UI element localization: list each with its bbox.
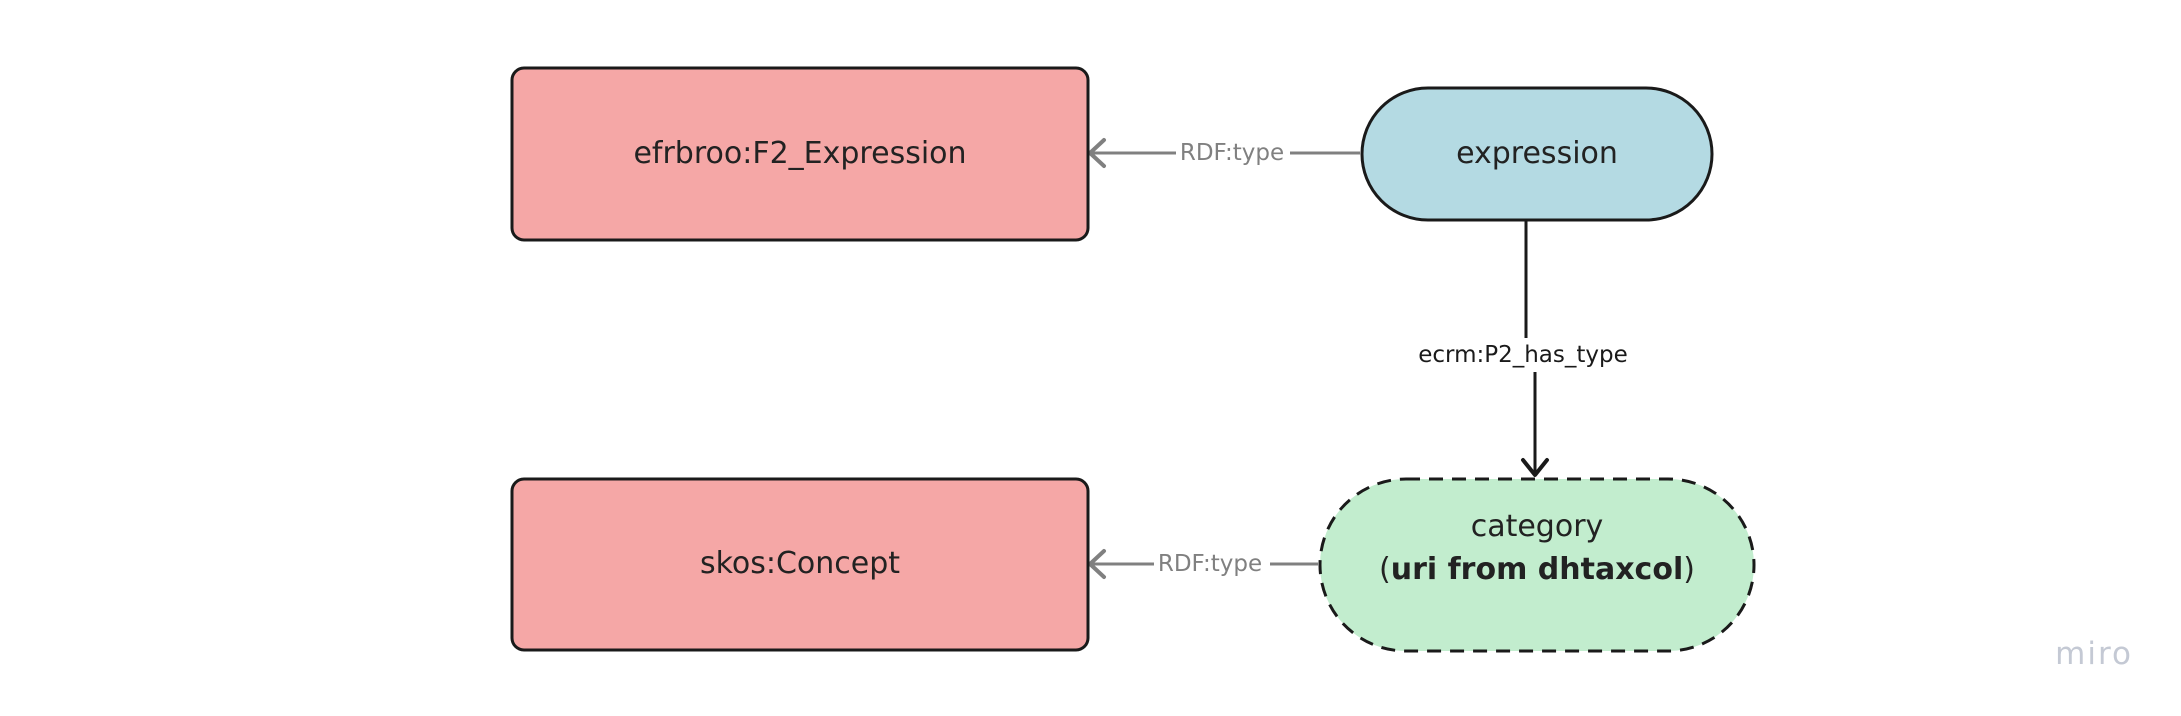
node-category-paren-open: ( [1379, 552, 1391, 587]
edge-expression-rdf-type: RDF:type [1088, 138, 1360, 168]
miro-watermark-logo: miro [2055, 636, 2133, 672]
node-category-label-line1: category [1471, 509, 1604, 544]
node-category-pill [1318, 477, 1756, 653]
node-category-uri-source: uri from dhtaxcol [1391, 552, 1684, 587]
node-f2-expression[interactable]: efrbroo:F2_Expression [510, 66, 1090, 242]
node-skos-concept-box [510, 477, 1090, 652]
node-skos-concept-label: skos:Concept [700, 546, 900, 581]
node-expression[interactable]: expression [1360, 86, 1714, 222]
arrowhead-down-icon [1521, 458, 1549, 477]
node-expression-label: expression [1456, 136, 1618, 171]
edge-label-has-type: ecrm:P2_has_type [1418, 342, 1628, 368]
node-f2-expression-label: efrbroo:F2_Expression [633, 136, 966, 171]
node-category-paren-close: ) [1683, 552, 1695, 587]
node-category-label-line2: (uri from dhtaxcol) [1379, 552, 1695, 587]
node-f2-expression-box [510, 66, 1090, 242]
edge-label-expression-rdf-type: RDF:type [1180, 140, 1284, 166]
arrowhead-left-icon [1088, 138, 1106, 168]
node-category[interactable]: category (uri from dhtaxcol) [1318, 477, 1756, 653]
edge-category-rdf-type: RDF:type [1088, 549, 1318, 579]
node-expression-pill [1360, 86, 1714, 222]
edge-label-category-rdf-type: RDF:type [1158, 551, 1262, 577]
arrowhead-left-icon [1088, 549, 1106, 579]
edge-expression-has-type: ecrm:P2_has_type [1418, 220, 1628, 477]
node-skos-concept[interactable]: skos:Concept [510, 477, 1090, 652]
